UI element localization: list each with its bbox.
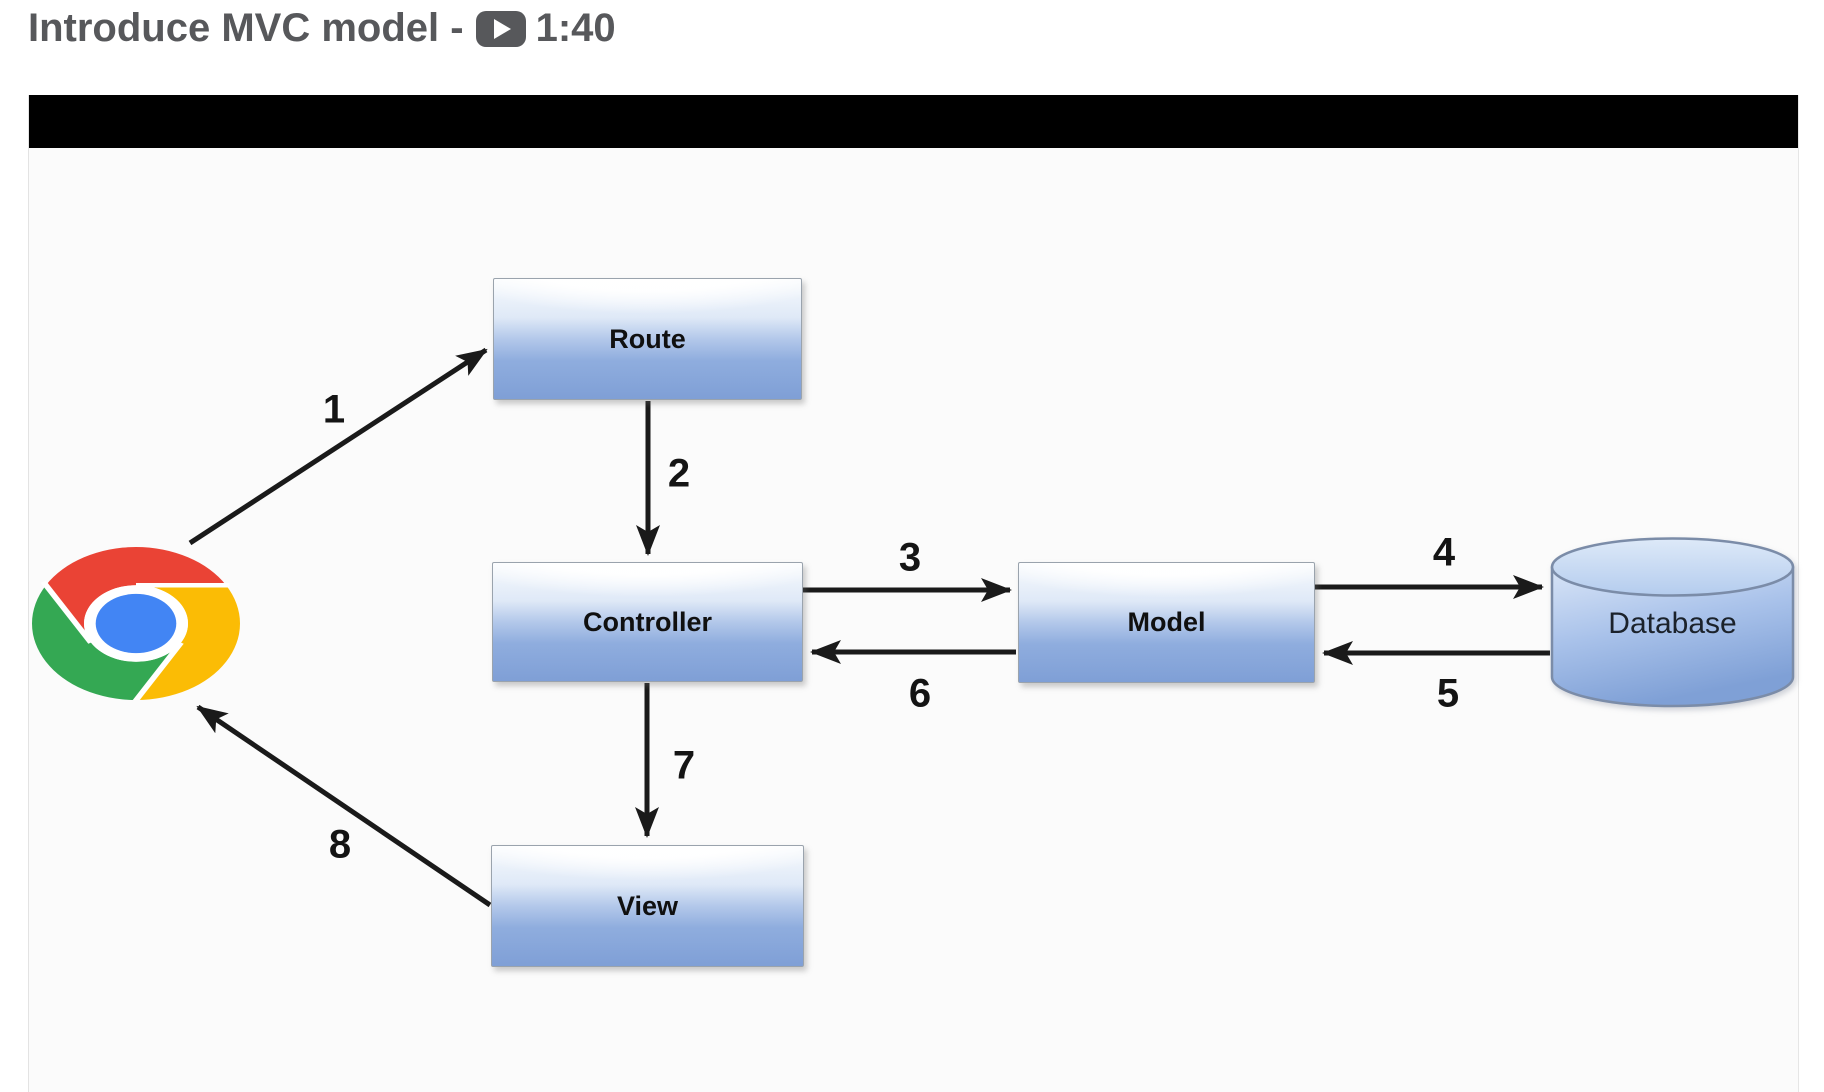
video-player-top-bar: [29, 95, 1798, 148]
video-title: Introduce MVC model - 1:40: [28, 4, 616, 52]
play-triangle-icon: [494, 19, 512, 39]
video-player[interactable]: [28, 95, 1799, 1092]
play-icon: [475, 11, 526, 47]
video-title-text: Introduce MVC model -: [28, 6, 464, 50]
video-duration: 1:40: [535, 6, 616, 50]
